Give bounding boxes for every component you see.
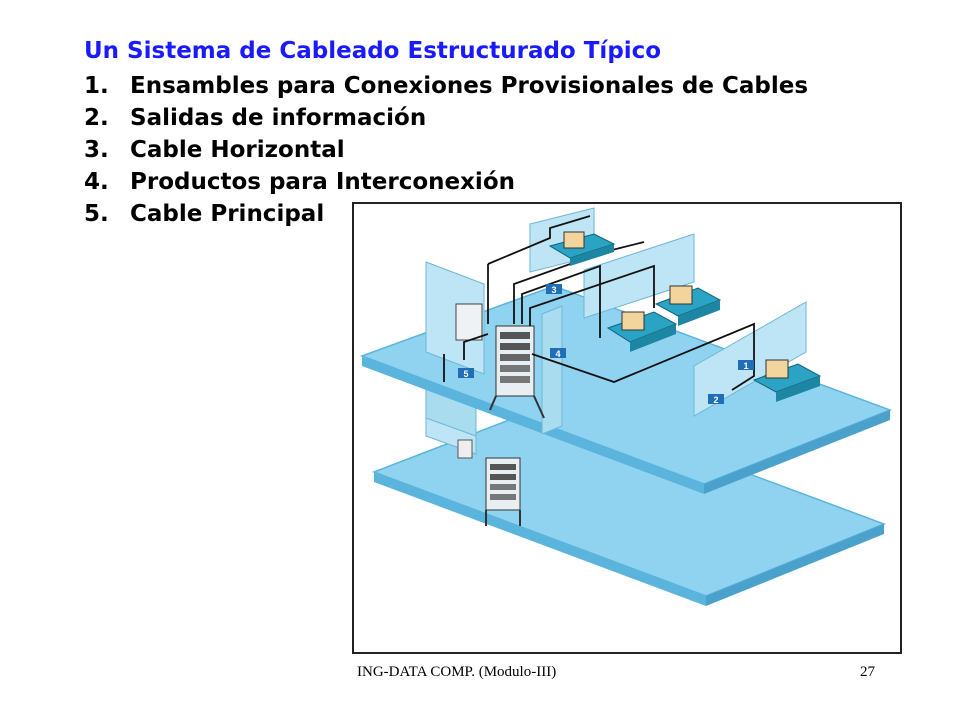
callout-5: 5 <box>458 368 474 379</box>
workstation-3 <box>654 285 722 326</box>
item-number: 3. <box>84 137 109 163</box>
item-label: Ensambles para Conexiones Provisionales … <box>130 73 809 99</box>
item-number: 2. <box>84 105 109 131</box>
svg-text:5: 5 <box>463 369 468 379</box>
wall-cabinet <box>455 303 483 341</box>
callout-4: 4 <box>550 348 566 359</box>
main-rack <box>489 325 545 419</box>
item-number: 5. <box>84 201 109 227</box>
item-label: Salidas de información <box>130 105 427 131</box>
page-number: 27 <box>860 664 875 680</box>
tr-side-wall <box>541 305 563 435</box>
svg-text:4: 4 <box>555 349 560 359</box>
component-list: 1. Ensambles para Conexiones Provisionale… <box>84 70 808 230</box>
callout-3: 3 <box>546 284 562 295</box>
cable-runs <box>443 215 755 391</box>
item-number: 4. <box>84 169 109 195</box>
lower-rack <box>457 439 521 526</box>
partition-wall-right <box>693 301 807 417</box>
tr-back-wall <box>425 261 485 375</box>
svg-text:1: 1 <box>743 361 748 371</box>
cabling-diagram: 1 2 3 4 5 <box>352 202 902 654</box>
callout-2: 2 <box>708 394 724 405</box>
callout-1: 1 <box>738 360 754 371</box>
workstation-2 <box>606 311 678 352</box>
workstation-4 <box>752 359 822 402</box>
upper-floor-edge-right <box>704 410 890 494</box>
svg-text:2: 2 <box>713 395 718 405</box>
upper-floor-edge <box>362 356 704 494</box>
item-label: Cable Horizontal <box>130 137 345 163</box>
item-label: Productos para Interconexión <box>130 169 515 195</box>
cabling-illustration: 1 2 3 4 5 <box>359 207 893 606</box>
item-label: Cable Principal <box>130 201 325 227</box>
lower-floor-edge <box>374 472 706 606</box>
list-item: 4. Productos para Interconexión <box>84 166 808 198</box>
lower-floor-edge-right <box>706 524 884 606</box>
partition-wall-middle <box>583 233 695 319</box>
list-item: 5. Cable Principal <box>84 198 808 230</box>
list-item: 1. Ensambles para Conexiones Provisionale… <box>84 70 808 102</box>
footer-course: ING-DATA COMP. (Modulo-III) <box>357 664 557 680</box>
item-number: 1. <box>84 73 109 99</box>
workstation-1 <box>548 231 616 266</box>
slide-title: Un Sistema de Cableado Estructurado Típi… <box>84 38 662 64</box>
list-item: 2. Salidas de información <box>84 102 808 134</box>
list-item: 3. Cable Horizontal <box>84 134 808 166</box>
svg-text:3: 3 <box>551 285 556 295</box>
